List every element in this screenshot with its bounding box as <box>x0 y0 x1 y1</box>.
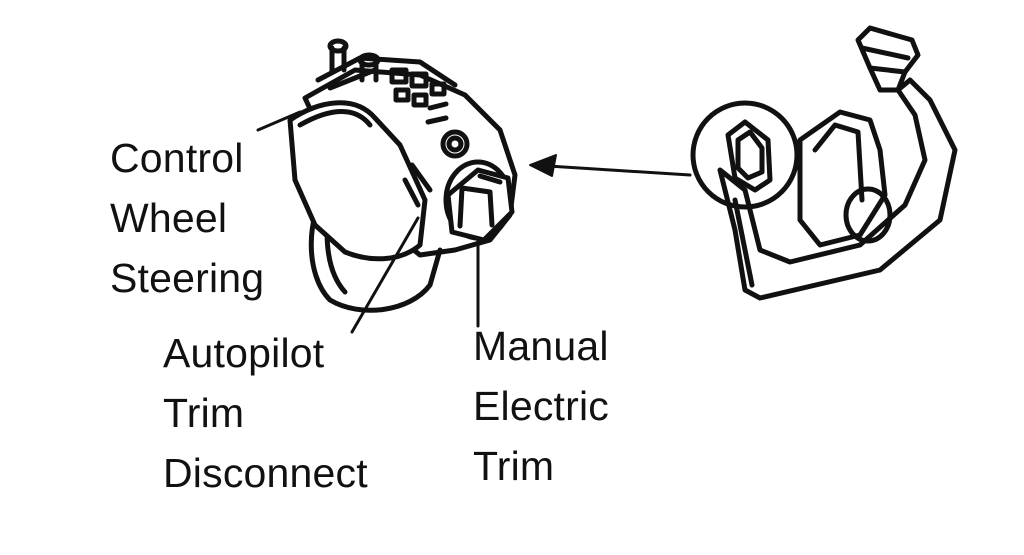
label-control-wheel-steering: Control Wheel Steering <box>110 128 264 308</box>
label-manual-electric-trim: Manual Electric Trim <box>473 316 609 496</box>
grip-detail-drawing <box>290 41 515 310</box>
pointer-arrow <box>530 155 690 176</box>
label-autopilot-trim-disconnect: Autopilot Trim Disconnect <box>163 323 368 503</box>
control-wheel-drawing <box>693 28 955 298</box>
